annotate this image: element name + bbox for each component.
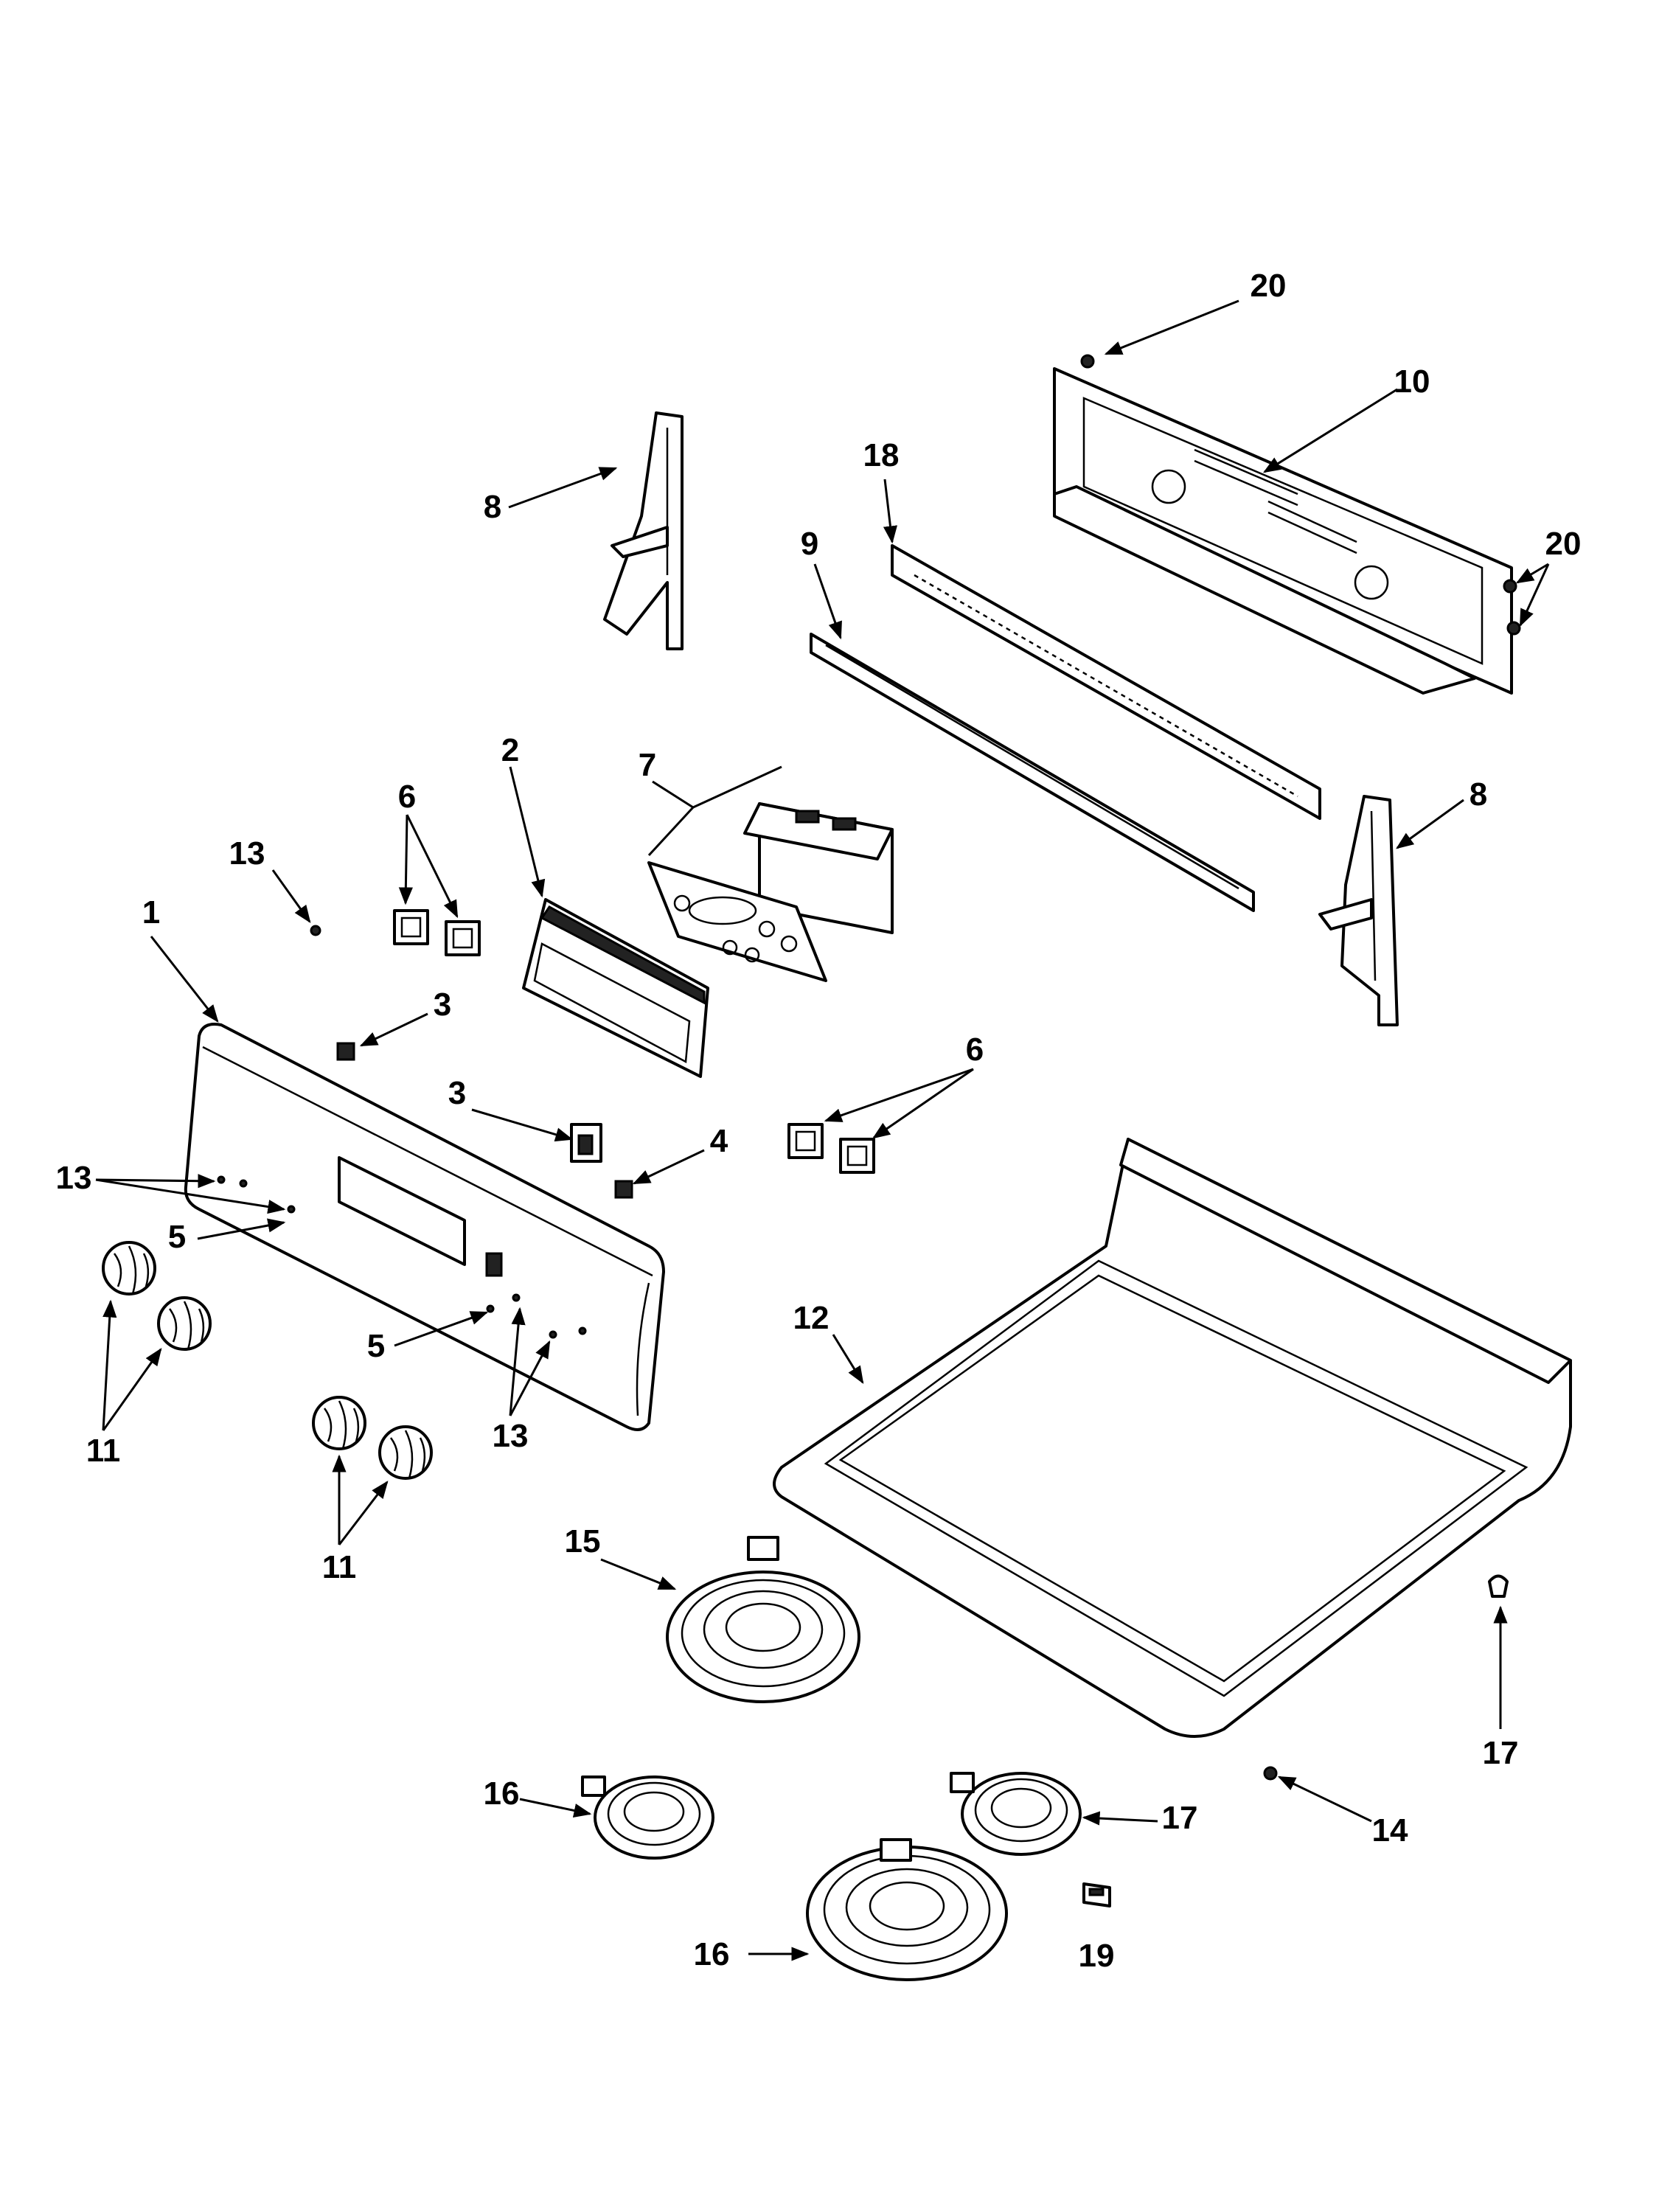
part-clip-19 (1082, 1882, 1111, 1907)
callout-13c: 13 (493, 1418, 529, 1454)
callout-11a: 11 (86, 1433, 121, 1469)
callout-12: 12 (793, 1300, 830, 1336)
part-element-small-2 (950, 1772, 1082, 1856)
callout-16a: 16 (484, 1775, 520, 1812)
part-knob-2 (157, 1296, 212, 1351)
part-screw-20a (1080, 354, 1095, 369)
callout-15a: 15 (565, 1523, 601, 1559)
part-knob-4 (378, 1425, 433, 1480)
leader-lines (95, 299, 1550, 1961)
callout-13a: 13 (229, 835, 265, 872)
callout-4b: 4 (710, 1123, 728, 1159)
part-small-switch-1 (336, 1042, 355, 1061)
part-switch-1 (393, 909, 429, 945)
part-screw-20c (1506, 621, 1521, 636)
part-rear-panel (1053, 367, 1513, 695)
part-rocker-switch (570, 1123, 602, 1163)
part-side-bracket-left (603, 411, 684, 650)
part-knob-1 (102, 1241, 156, 1295)
callout-7: 7 (639, 747, 656, 783)
part-cooktop (773, 1138, 1572, 1738)
part-switch-3 (787, 1123, 824, 1159)
callout-8a: 8 (484, 489, 501, 525)
callout-5a: 5 (168, 1219, 186, 1255)
callout-2: 2 (501, 732, 519, 768)
part-pin-17 (1488, 1574, 1509, 1598)
part-screw-14 (1263, 1766, 1278, 1781)
part-switch-2 (445, 920, 481, 956)
part-control-panel (184, 1023, 665, 1431)
part-screw-top (310, 925, 321, 936)
callout-3: 3 (448, 1075, 466, 1111)
part-side-bracket-right (1318, 795, 1399, 1026)
callout-20b: 20 (1545, 526, 1582, 562)
callout-11b: 11 (322, 1549, 357, 1585)
part-knob-3 (312, 1396, 366, 1450)
part-switch-4 (839, 1138, 875, 1174)
callout-20a: 20 (1251, 268, 1287, 304)
part-screw-20b (1503, 579, 1517, 594)
part-element-small-1 (581, 1775, 714, 1860)
callout-5b: 5 (367, 1328, 385, 1364)
callout-14: 14 (1372, 1812, 1408, 1848)
part-display-bezel (522, 898, 709, 1078)
part-element-large-2 (806, 1838, 1008, 1981)
callout-8b: 8 (1470, 776, 1487, 813)
part-element-large-1 (666, 1536, 860, 1703)
callout-4a: 3 (434, 987, 451, 1023)
callout-16b: 17 (1162, 1800, 1198, 1836)
callout-17: 17 (1483, 1735, 1519, 1771)
callout-6b: 6 (966, 1032, 984, 1068)
callout-9: 9 (801, 526, 818, 562)
callout-15b: 16 (694, 1936, 730, 1972)
callout-13b: 13 (56, 1160, 92, 1196)
part-control-board (743, 802, 894, 934)
callout-1: 1 (142, 894, 160, 931)
callout-6a: 6 (398, 779, 416, 815)
callout-18: 18 (863, 437, 900, 473)
callout-19: 19 (1079, 1938, 1115, 1974)
part-small-switch-2 (614, 1180, 633, 1199)
part-trim-strip-upper (891, 544, 1321, 820)
part-touchpad-overlay (647, 861, 827, 982)
callout-labels: 20 10 20 18 9 8 8 7 2 6 6 13 1 3 3 4 13 … (56, 268, 1582, 1974)
callout-10: 10 (1394, 364, 1430, 400)
part-trim-strip-lower (810, 633, 1255, 912)
